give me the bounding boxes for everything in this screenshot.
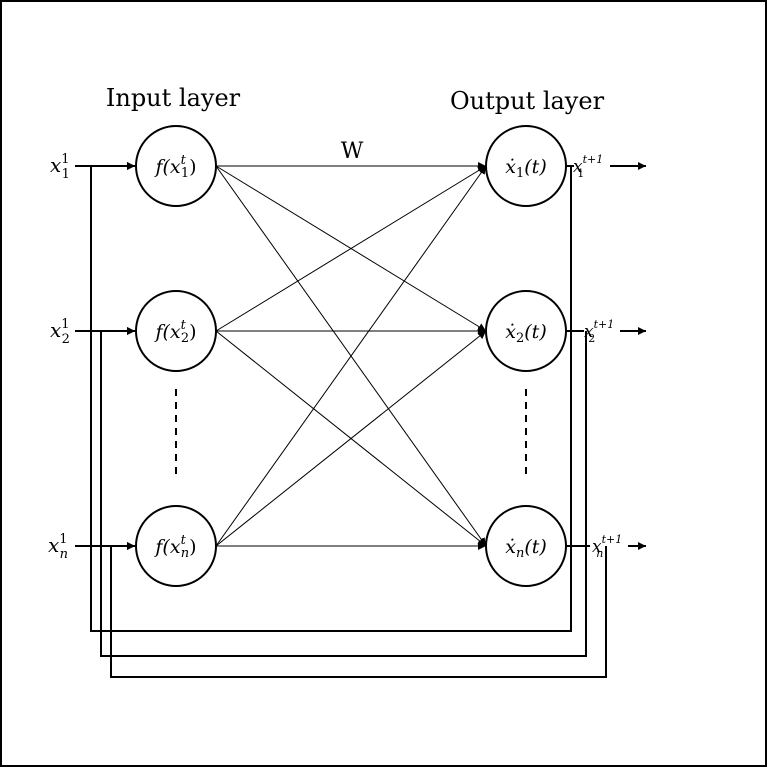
svg-text:ẋn(t): ẋn(t)	[505, 536, 547, 561]
svg-text:f(xt1): f(xt1)	[153, 153, 196, 181]
feedback-loop-2	[100, 327, 587, 657]
output-node-1: ẋ1(t)	[485, 125, 567, 207]
svg-text:ẋ2(t): ẋ2(t)	[505, 321, 546, 346]
input-layer-title: Input layer	[106, 84, 241, 112]
edge-2-1	[215, 165, 487, 332]
svg-text:f(xtn): f(xtn)	[153, 533, 196, 561]
weight-connections	[215, 162, 487, 550]
output-layer-title: Output layer	[450, 87, 605, 115]
output-node-2: ẋ2(t)	[485, 290, 567, 372]
output-node-n: ẋn(t)	[485, 505, 567, 587]
svg-text:f(xt2): f(xt2)	[153, 318, 196, 346]
weight-label: W	[341, 139, 364, 164]
feedback-loop-1	[90, 162, 572, 632]
edge-n-1	[215, 165, 487, 547]
svg-text:ẋ1(t): ẋ1(t)	[505, 156, 546, 181]
edge-n-2	[215, 330, 487, 547]
feedback-loop-n	[110, 542, 607, 678]
